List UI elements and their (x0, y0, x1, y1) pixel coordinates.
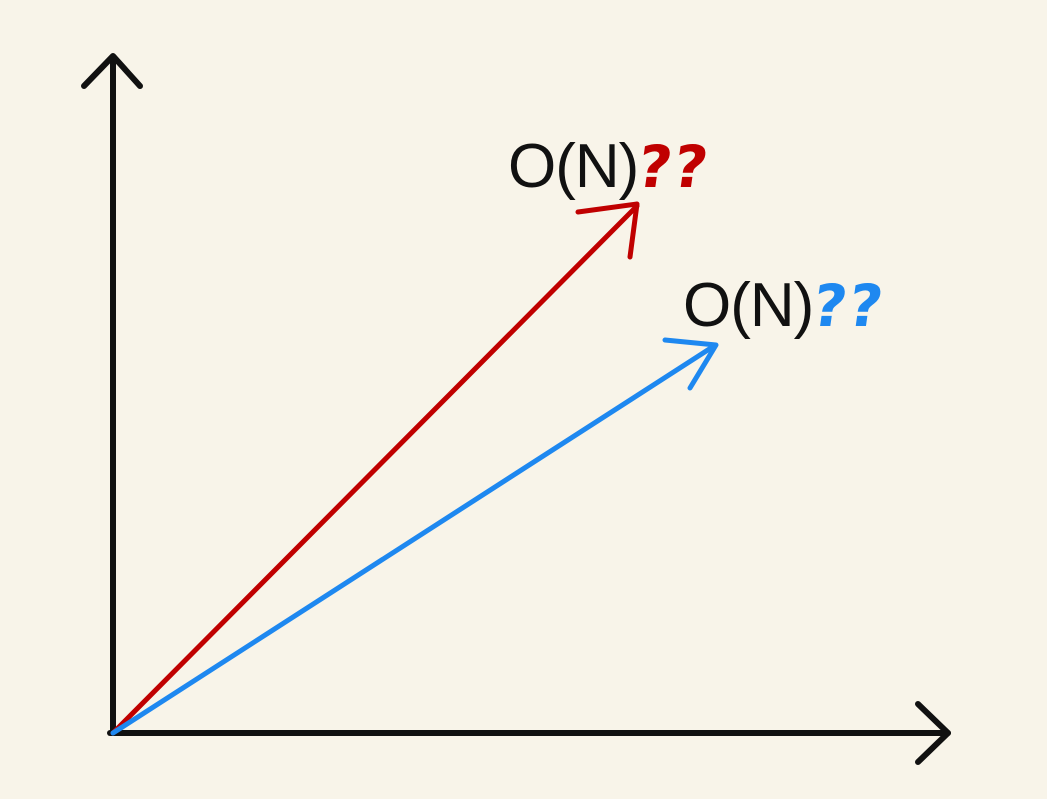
blue-arrowhead (662, 337, 719, 391)
blue-label-text: O(N) (683, 271, 814, 340)
red-question-marks: ?? (633, 133, 715, 201)
y-axis-arrowhead (81, 53, 143, 89)
red-label-text: O(N) (508, 132, 639, 201)
red-arrow-line (110, 203, 640, 736)
x-axis-arrowhead (915, 701, 951, 765)
red-arrow-label: O(N)?? (508, 133, 715, 201)
red-arrowhead (575, 201, 640, 260)
blue-question-marks: ?? (808, 272, 890, 340)
blue-arrow-label: O(N)?? (683, 272, 890, 340)
blue-arrow-line (110, 343, 717, 736)
